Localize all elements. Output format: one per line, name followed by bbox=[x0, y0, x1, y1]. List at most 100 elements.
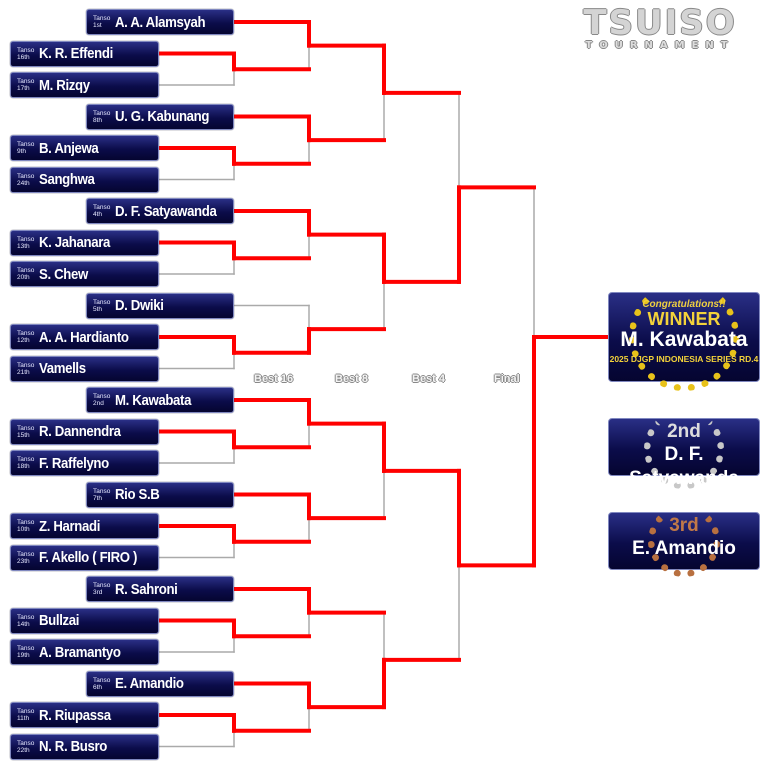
seed-prefix: Tanso bbox=[17, 78, 35, 85]
seed-prefix: Tanso bbox=[17, 519, 35, 526]
player-name: Z. Harnadi bbox=[39, 517, 101, 535]
seed-rank: 20th bbox=[17, 274, 30, 281]
second-name: D. F. Satyawanda bbox=[629, 444, 739, 489]
player-name: S. Chew bbox=[39, 265, 88, 283]
seed-prefix: Tanso bbox=[17, 361, 35, 369]
seed-prefix: Tanso bbox=[17, 456, 35, 463]
seed-rank: 17th bbox=[17, 85, 30, 92]
seed-prefix: Tanso bbox=[93, 204, 111, 211]
player-name: F. Akello ( FIRO ) bbox=[39, 549, 138, 566]
seed-prefix: Tanso bbox=[17, 613, 35, 621]
seed-rank: 6th bbox=[93, 683, 103, 691]
seed-rank: 18th bbox=[17, 463, 30, 470]
player-name: Vamells bbox=[39, 360, 86, 377]
seed-rank: 22th bbox=[17, 746, 30, 754]
third-name: E. Amandio bbox=[632, 538, 736, 559]
winner-title: WINNER bbox=[647, 309, 721, 329]
player-name: K. R. Effendi bbox=[39, 45, 113, 62]
seed-rank: 7th bbox=[93, 494, 103, 502]
player-name: F. Raffelyno bbox=[39, 454, 109, 472]
player-name: R. Sahroni bbox=[115, 580, 178, 598]
winner-event: 2025 DJGP INDONESIA SERIES RD.4 bbox=[609, 354, 759, 364]
seed-rank: 21th bbox=[17, 368, 30, 376]
round-label-final: Final bbox=[494, 373, 520, 385]
player-name: M. Kawabata bbox=[115, 391, 192, 409]
player-name: B. Anjewa bbox=[39, 139, 99, 157]
player-name: Sanghwa bbox=[39, 171, 95, 188]
third-award: 3rd E. Amandio bbox=[608, 505, 760, 577]
player-name: Rio S.B bbox=[115, 486, 160, 503]
silver-wreath-icon bbox=[644, 409, 724, 489]
seed-prefix: Tanso bbox=[93, 487, 111, 495]
round-label-best16: Best 16 bbox=[254, 373, 294, 385]
logo-sub: TOURNAMENT bbox=[585, 40, 735, 51]
second-title: 2nd bbox=[667, 421, 701, 442]
third-title: 3rd bbox=[669, 515, 699, 536]
seed-rank: 15th bbox=[17, 431, 30, 439]
seed-rank: 24th bbox=[17, 179, 30, 187]
seed-prefix: Tanso bbox=[93, 109, 111, 117]
seed-prefix: Tanso bbox=[93, 15, 111, 22]
seed-prefix: Tanso bbox=[17, 46, 35, 54]
winner-header: Congratulations!! bbox=[642, 299, 726, 310]
seed-rank: 10th bbox=[17, 526, 30, 533]
gold-wreath-icon bbox=[629, 281, 739, 391]
seed-rank: 1st bbox=[93, 22, 102, 29]
seed-prefix: Tanso bbox=[17, 550, 35, 558]
tournament-logo: TSUISO TOURNAMENT bbox=[560, 6, 760, 51]
seed-prefix: Tanso bbox=[17, 141, 35, 148]
player-name: U. G. Kabunang bbox=[115, 108, 210, 125]
seed-prefix: Tanso bbox=[93, 298, 111, 306]
player-name: R. Riupassa bbox=[39, 706, 111, 724]
bronze-wreath-icon bbox=[648, 505, 720, 577]
seed-rank: 9th bbox=[17, 148, 27, 155]
seed-prefix: Tanso bbox=[93, 393, 111, 400]
seed-prefix: Tanso bbox=[17, 235, 35, 243]
player-name: A. A. Alamsyah bbox=[115, 13, 206, 31]
seed-rank: 19th bbox=[17, 652, 30, 659]
seed-prefix: Tanso bbox=[17, 739, 35, 747]
seed-prefix: Tanso bbox=[93, 676, 111, 684]
